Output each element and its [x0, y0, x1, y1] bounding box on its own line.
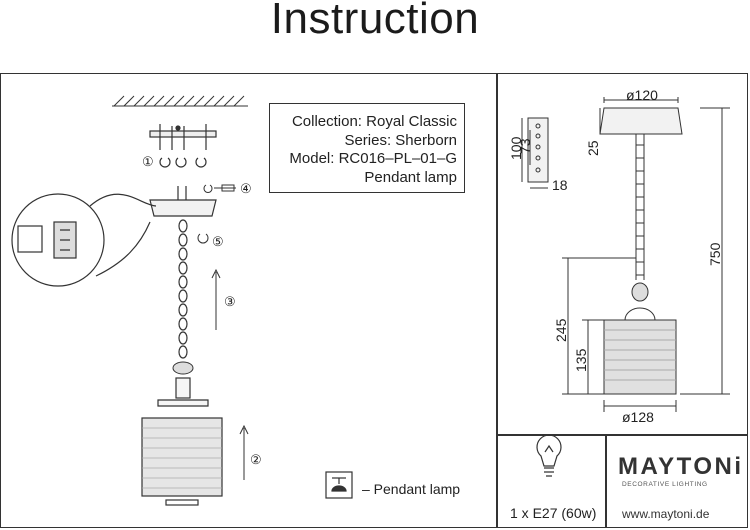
canopy — [149, 186, 217, 217]
dimension-drawing — [521, 97, 730, 412]
drawing-frame — [0, 73, 748, 528]
dim-shade-diameter: ø128 — [622, 409, 654, 425]
mounting-plate — [149, 124, 217, 150]
pendant-lamp-legend-icon — [325, 471, 353, 499]
dim-shade-245: 245 — [553, 318, 569, 342]
bead-ornament — [172, 361, 194, 375]
collection-text: Collection: Royal Classic — [291, 113, 457, 130]
brand-tagline: DECORATIVE LIGHTING — [622, 481, 708, 488]
dim-shade-135: 135 — [573, 348, 589, 372]
bulb-spec: 1 x E27 (60w) — [510, 505, 597, 521]
dim-canopy-height: 25 — [585, 140, 601, 156]
rotate-5-icon — [197, 233, 209, 244]
wiring-detail-callout — [11, 193, 157, 287]
divider-vertical-bottom — [605, 434, 607, 528]
series-text: Series: Sherborn — [344, 131, 457, 149]
lamp-socket — [157, 377, 209, 407]
dim-canopy-diameter: ø120 — [626, 87, 658, 103]
step-3-label: ③ — [224, 294, 236, 309]
lamp-type-text: Pendant lamp — [364, 168, 457, 186]
step-2-label: ② — [250, 452, 262, 467]
step-4-label: ④ — [240, 181, 252, 196]
dim-total-height: 750 — [707, 242, 723, 266]
step-1-label: ① — [142, 154, 154, 169]
rotate-arrow-icon — [159, 157, 207, 168]
step-5-label: ⑤ — [212, 234, 224, 249]
lamp-shade — [141, 417, 223, 506]
model-text: Model: RC016–PL–01–G — [289, 150, 457, 167]
chain — [178, 219, 188, 359]
brand-logo: MAYTONi — [618, 453, 744, 480]
product-info-box: Collection: Royal Classic Series: Sherbo… — [269, 103, 465, 193]
dim-bracket-73: 73 — [517, 138, 533, 154]
divider-horizontal-bottom — [496, 434, 748, 436]
page-title: Instruction — [270, 0, 480, 43]
legend-label: – Pendant lamp — [362, 481, 461, 497]
dim-bracket-18: 18 — [552, 177, 568, 193]
screw-icon — [203, 184, 236, 193]
dim-bracket-100: 100 — [508, 136, 524, 160]
divider-vertical-main — [496, 73, 498, 528]
ceiling-hatch — [112, 95, 248, 107]
bulb-icon — [536, 434, 562, 477]
brand-website: www.maytoni.de — [622, 507, 710, 521]
